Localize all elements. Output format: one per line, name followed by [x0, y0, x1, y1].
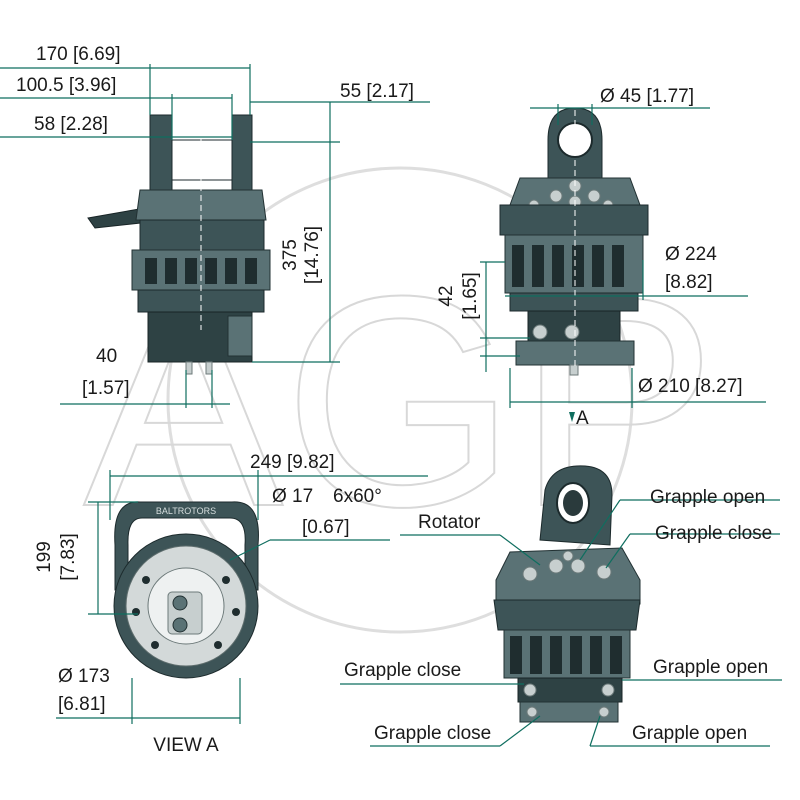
bottom-dim-total: 249 [9.82] [250, 452, 335, 473]
side-dim-eye-inner: 58 [2.28] [34, 114, 108, 135]
label-grapple-close-mid: Grapple close [344, 660, 461, 681]
front-view-dimensions: Ø 45 [1.77] Ø 224 [8.82] 42 [1.65] Ø 210… [436, 86, 766, 429]
side-dim-height-mm: 375 [280, 239, 301, 271]
label-grapple-open-bottom: Grapple open [632, 723, 747, 744]
front-dim-housing-in: [8.82] [665, 272, 713, 293]
iso-view-labels: Rotator Grapple open Grapple close Grapp… [340, 487, 782, 747]
bottom-view: BALTROTORS [113, 501, 259, 679]
bottom-dim-bolt-hole-in: [0.67] [302, 517, 350, 538]
front-dim-housing-mm: Ø 224 [665, 244, 717, 265]
side-view-dimensions: 170 [6.69] 100.5 [3.96] 58 [2.28] 55 [2.… [0, 44, 430, 408]
front-dim-flange: Ø 210 [8.27] [638, 376, 743, 397]
side-dim-eye-span: 100.5 [3.96] [16, 75, 116, 96]
side-dim-height-in: [14.76] [302, 226, 323, 284]
view-a-caption: VIEW A [153, 735, 219, 756]
bottom-dim-depth-in: [7.83] [58, 533, 79, 581]
side-dim-top-offset: 55 [2.17] [340, 81, 414, 102]
label-grapple-close-top: Grapple close [655, 523, 772, 544]
side-dim-port-in: [1.57] [82, 378, 130, 399]
bottom-dim-flange-in: [6.81] [58, 694, 106, 715]
bottom-dim-flange-mm: Ø 173 [58, 666, 110, 687]
front-view-marker: A [576, 408, 589, 429]
side-dim-port-mm: 40 [96, 346, 117, 367]
view-arrow-icon [569, 412, 575, 422]
bottom-dim-bolt-pattern: 6x60° [333, 486, 382, 507]
label-grapple-close-bottom: Grapple close [374, 723, 491, 744]
side-dim-width: 170 [6.69] [36, 44, 121, 65]
front-dim-port-height-mm: 42 [436, 285, 457, 306]
brand-text: BALTROTORS [156, 506, 216, 516]
label-rotator: Rotator [418, 512, 481, 533]
iso-view [493, 465, 641, 723]
label-grapple-open-mid: Grapple open [653, 657, 768, 678]
front-dim-pin: Ø 45 [1.77] [600, 86, 694, 107]
bottom-dim-bolt-hole: Ø 17 [272, 486, 313, 507]
front-dim-port-height-in: [1.65] [460, 272, 481, 320]
bottom-view-dimensions: 249 [9.82] Ø 17 6x60° [0.67] 199 [7.83] … [34, 452, 428, 756]
bottom-dim-depth-mm: 199 [34, 541, 55, 573]
label-grapple-open-top: Grapple open [650, 487, 765, 508]
